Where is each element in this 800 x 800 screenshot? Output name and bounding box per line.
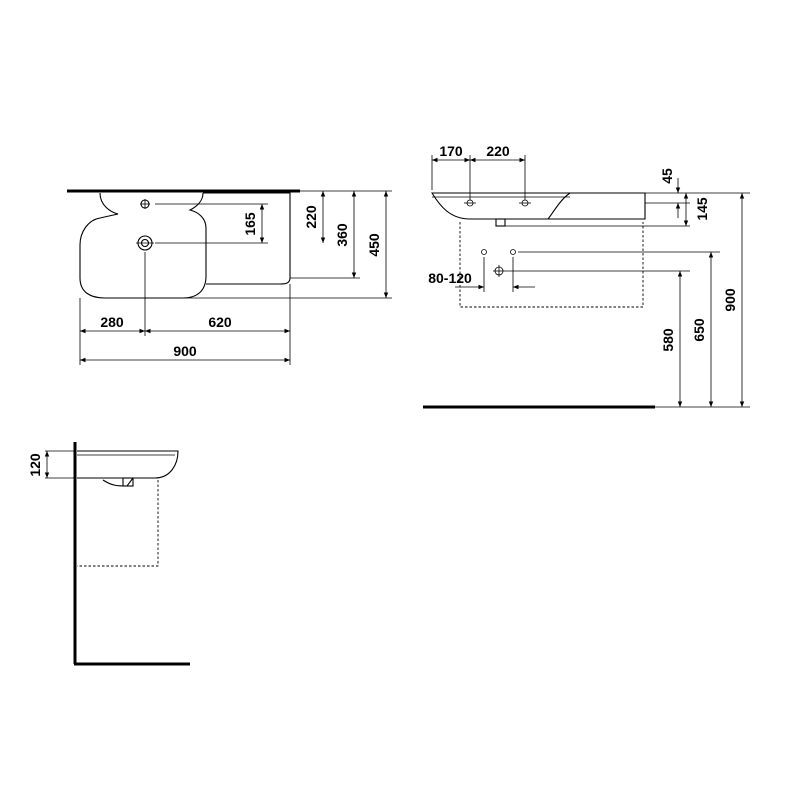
cabinet-outline	[459, 222, 644, 308]
basin-profile	[431, 192, 646, 220]
side-basin-profile	[77, 450, 179, 479]
dim-360: 360	[334, 223, 350, 247]
dim-220-spacing: 220	[486, 143, 510, 159]
side-outlet	[122, 477, 134, 487]
dim-170: 170	[439, 143, 463, 159]
dim-620: 620	[208, 314, 232, 330]
dim-220-depth: 220	[303, 205, 319, 229]
dim-45: 45	[659, 168, 675, 184]
dim-450: 450	[366, 233, 382, 257]
top-view: 165 220 360 450 280 620 900	[67, 189, 392, 365]
dim-650: 650	[691, 318, 707, 342]
dim-165: 165	[242, 212, 258, 236]
dim-120: 120	[27, 453, 43, 477]
dim-900-height: 900	[722, 288, 738, 312]
dim-80-120: 80-120	[428, 270, 472, 286]
side-cabinet-outline	[77, 480, 159, 567]
dim-580: 580	[660, 328, 676, 352]
dim-145: 145	[694, 197, 710, 221]
fixing-holes	[481, 249, 516, 277]
shelf-outline	[203, 192, 291, 285]
outlet-stub	[495, 218, 506, 227]
basin-outline	[79, 192, 207, 299]
front-view: 170 220 45 145 80-120 580 650 900	[423, 143, 750, 409]
side-view: 120	[27, 442, 190, 666]
dim-280: 280	[100, 314, 124, 330]
dim-900-width: 900	[173, 343, 197, 359]
